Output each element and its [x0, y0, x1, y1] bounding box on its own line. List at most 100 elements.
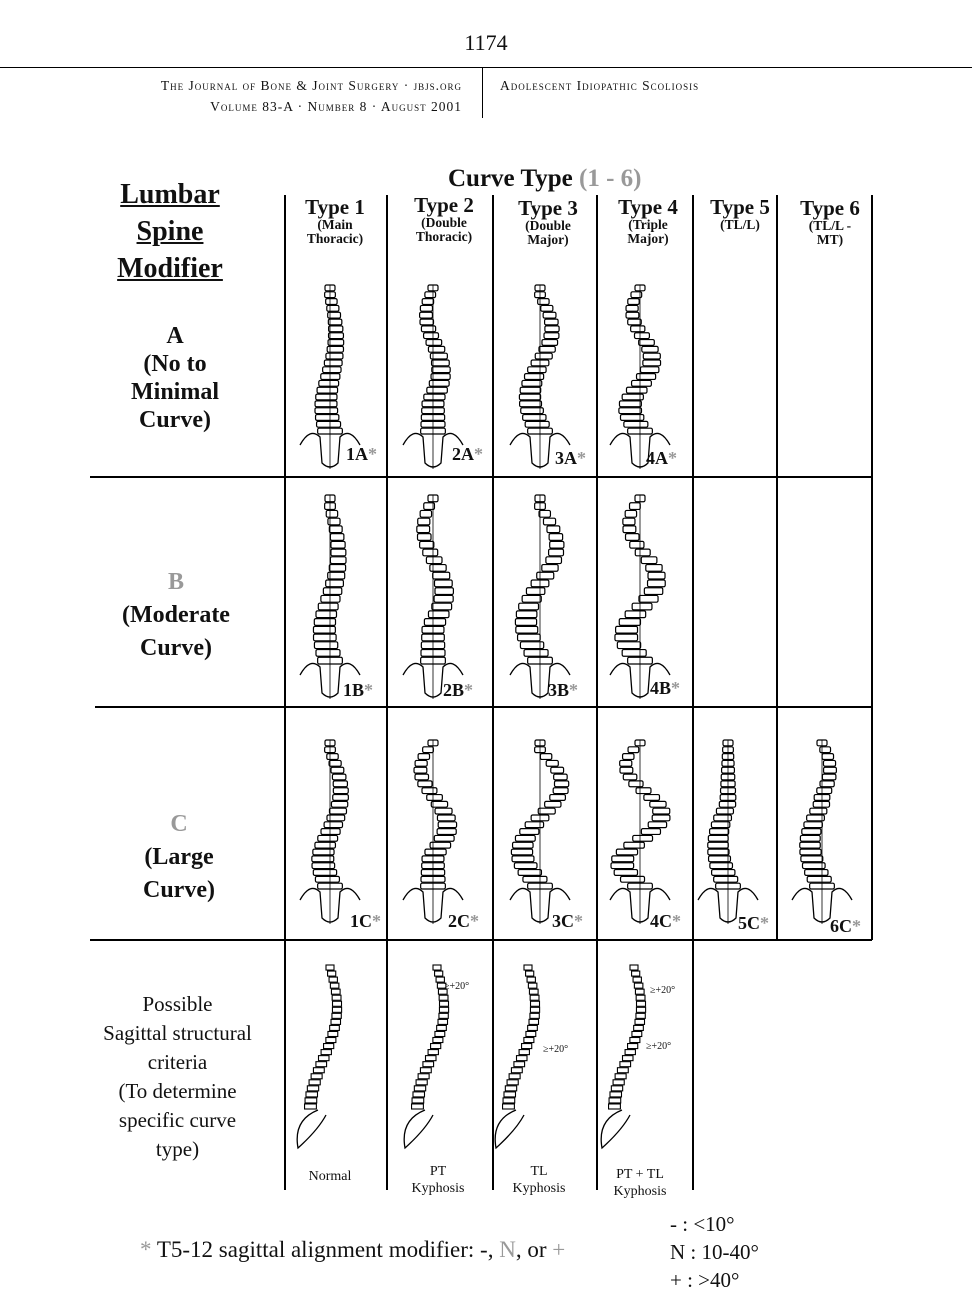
spine-3a-drawing	[510, 285, 570, 469]
sagittal-modifier-footnote: * T5-12 sagittal alignment modifier: -, …	[140, 1237, 565, 1263]
spine-2c-drawing	[403, 740, 463, 924]
sagittal-caption-pt: PT Kyphosis	[398, 1163, 478, 1197]
row-a-line-2: Minimal	[100, 378, 250, 406]
angle-label-4a: ≥+20°	[650, 985, 675, 996]
spine-1b-drawing	[300, 495, 360, 699]
type-4-header: Type 4 (Triple Major)	[602, 196, 694, 246]
footnote-text: T5-12 sagittal alignment modifier: -,	[152, 1237, 500, 1262]
sagittal-caption-normal: Normal	[290, 1168, 370, 1185]
cell-1b-label: 1B*	[343, 680, 373, 701]
sagittal-line-1: Possible	[85, 990, 270, 1019]
type-2-label: Type 2	[393, 194, 495, 216]
type-4-label: Type 4	[602, 196, 694, 218]
type-6-header: Type 6 (TL/L - MT)	[785, 197, 875, 247]
type-1-label: Type 1	[289, 196, 381, 218]
type-1-sub1: (Main	[289, 218, 381, 232]
type-2-header: Type 2 (Double Thoracic)	[393, 194, 495, 244]
cell-6c-label: 6C*	[830, 916, 861, 937]
sagittal-spine-3-drawing	[495, 965, 539, 1148]
type-6-sub1: (TL/L -	[785, 219, 875, 233]
figure-title: Curve Type (1 - 6)	[448, 165, 642, 193]
footnote-plus: +	[552, 1237, 565, 1262]
legend-minus: - : <10°	[670, 1210, 759, 1238]
angle-label-4b: ≥+20°	[646, 1041, 671, 1052]
sagittal-spine-2-drawing	[404, 965, 448, 1148]
spine-2b-drawing	[403, 495, 463, 699]
cell-2a-label: 2A*	[452, 444, 483, 465]
row-c-line-2: Curve)	[105, 874, 253, 907]
row-b-label: B (Moderate Curve)	[100, 566, 252, 665]
row-b-line-1: (Moderate	[100, 599, 252, 632]
figure-title-main: Curve Type	[448, 165, 573, 192]
cell-3c-label: 3C*	[552, 911, 583, 932]
type-5-label: Type 5	[698, 196, 782, 218]
type-3-header: Type 3 (Double Major)	[498, 197, 598, 247]
sagittal-line-6: type)	[85, 1135, 270, 1164]
spine-3b-drawing	[510, 495, 570, 699]
type-6-label: Type 6	[785, 197, 875, 219]
cell-4a-label: 4A*	[646, 448, 677, 469]
type-6-sub2: MT)	[785, 233, 875, 247]
cell-4b-label: 4B*	[650, 678, 680, 699]
modifier-legend: - : <10° N : 10-40° + : >40°	[670, 1210, 759, 1294]
cell-3a-label: 3A*	[555, 448, 586, 469]
spine-5c-drawing	[698, 740, 758, 924]
row-c-line-1: (Large	[105, 841, 253, 874]
sagittal-caption-tl: TL Kyphosis	[499, 1163, 579, 1197]
type-1-sub2: Thoracic)	[289, 232, 381, 246]
row-header-line-2: Spine	[100, 213, 240, 250]
footnote-or: , or	[516, 1237, 552, 1262]
sagittal-spine-4-drawing	[601, 965, 645, 1148]
cell-3b-label: 3B*	[548, 680, 578, 701]
type-3-sub2: Major)	[498, 233, 598, 247]
cell-2b-label: 2B*	[443, 680, 473, 701]
type-2-sub2: Thoracic)	[393, 230, 495, 244]
row-a-letter: A	[100, 322, 250, 350]
sagittal-line-4: (To determine	[85, 1077, 270, 1106]
sagittal-line-2: Sagittal structural	[85, 1019, 270, 1048]
sagittal-criteria-label: Possible Sagittal structural criteria (T…	[85, 990, 270, 1164]
type-1-header: Type 1 (Main Thoracic)	[289, 196, 381, 246]
row-b-letter: B	[100, 566, 252, 599]
sagittal-line-5: specific curve	[85, 1106, 270, 1135]
spine-2a-drawing	[403, 285, 463, 469]
spine-4c-drawing	[610, 740, 670, 924]
row-a-label: A (No to Minimal Curve)	[100, 322, 250, 434]
type-4-sub2: Major)	[602, 232, 694, 246]
cell-1c-label: 1C*	[350, 911, 381, 932]
type-5-sub1: (TL/L)	[698, 218, 782, 232]
type-3-label: Type 3	[498, 197, 598, 219]
spine-1c-drawing	[300, 740, 360, 924]
sagittal-caption-pt-tl: PT + TL Kyphosis	[600, 1166, 680, 1200]
cell-2c-label: 2C*	[448, 911, 479, 932]
angle-label-3: ≥+20°	[543, 1044, 568, 1055]
sagittal-line-3: criteria	[85, 1048, 270, 1077]
spine-4a-drawing	[610, 285, 670, 469]
figure-title-range: (1 - 6)	[579, 165, 641, 192]
row-a-line-1: (No to	[100, 350, 250, 378]
row-b-line-2: Curve)	[100, 632, 252, 665]
sagittal-spine-1-drawing	[297, 965, 341, 1148]
footnote-star: *	[140, 1237, 152, 1262]
row-c-letter: C	[105, 808, 253, 841]
row-c-label: C (Large Curve)	[105, 808, 253, 907]
footnote-n: N	[499, 1237, 516, 1262]
type-5-header: Type 5 (TL/L)	[698, 196, 782, 232]
angle-label-2: ≥+20°	[444, 981, 469, 992]
row-a-line-3: Curve)	[100, 406, 250, 434]
type-4-sub1: (Triple	[602, 218, 694, 232]
cell-5c-label: 5C*	[738, 913, 769, 934]
spine-1a-drawing	[300, 285, 360, 469]
legend-plus: + : >40°	[670, 1266, 759, 1294]
row-header-line-3: Modifier	[100, 250, 240, 287]
type-2-sub1: (Double	[393, 216, 495, 230]
cell-4c-label: 4C*	[650, 911, 681, 932]
spine-3c-drawing	[510, 740, 570, 924]
lumbar-spine-modifier-heading: Lumbar Spine Modifier	[100, 176, 240, 287]
row-header-line-1: Lumbar	[100, 176, 240, 213]
type-3-sub1: (Double	[498, 219, 598, 233]
spine-6c-drawing	[792, 740, 852, 924]
cell-1a-label: 1A*	[346, 444, 377, 465]
spine-4b-drawing	[610, 495, 670, 699]
legend-n: N : 10-40°	[670, 1238, 759, 1266]
